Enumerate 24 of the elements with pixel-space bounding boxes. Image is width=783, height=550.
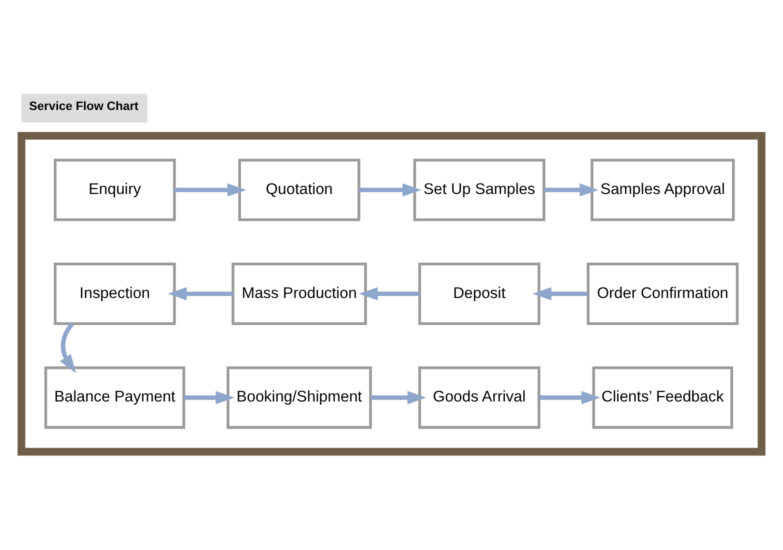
arrow [184, 391, 235, 404]
node-box: Quotation [238, 158, 360, 222]
node-box: Clients’ Feedback [592, 366, 734, 429]
node-box: Booking/Shipment [226, 366, 372, 429]
node-box: Inspection [54, 262, 176, 325]
arrow [544, 183, 599, 197]
node-box: Samples Approval [590, 158, 735, 222]
arrow [174, 183, 246, 197]
arrow [370, 391, 426, 404]
arrow [539, 391, 600, 404]
node-box: Enquiry [54, 158, 176, 222]
arrow [168, 287, 233, 300]
node-box: Mass Production [232, 262, 367, 325]
arrow [359, 183, 422, 197]
node-box: Deposit [418, 262, 540, 325]
node-box: Order Confirmation [586, 262, 739, 325]
arrow [532, 287, 588, 300]
cluster [18, 132, 766, 456]
node-box: Set Up Samples [413, 158, 546, 222]
arrow [60, 322, 76, 374]
node-box: Balance Payment [44, 366, 186, 429]
diagram-title: Service Flow Chart [29, 99, 138, 114]
node-box: Goods Arrival [418, 366, 540, 429]
arrow [358, 287, 420, 300]
